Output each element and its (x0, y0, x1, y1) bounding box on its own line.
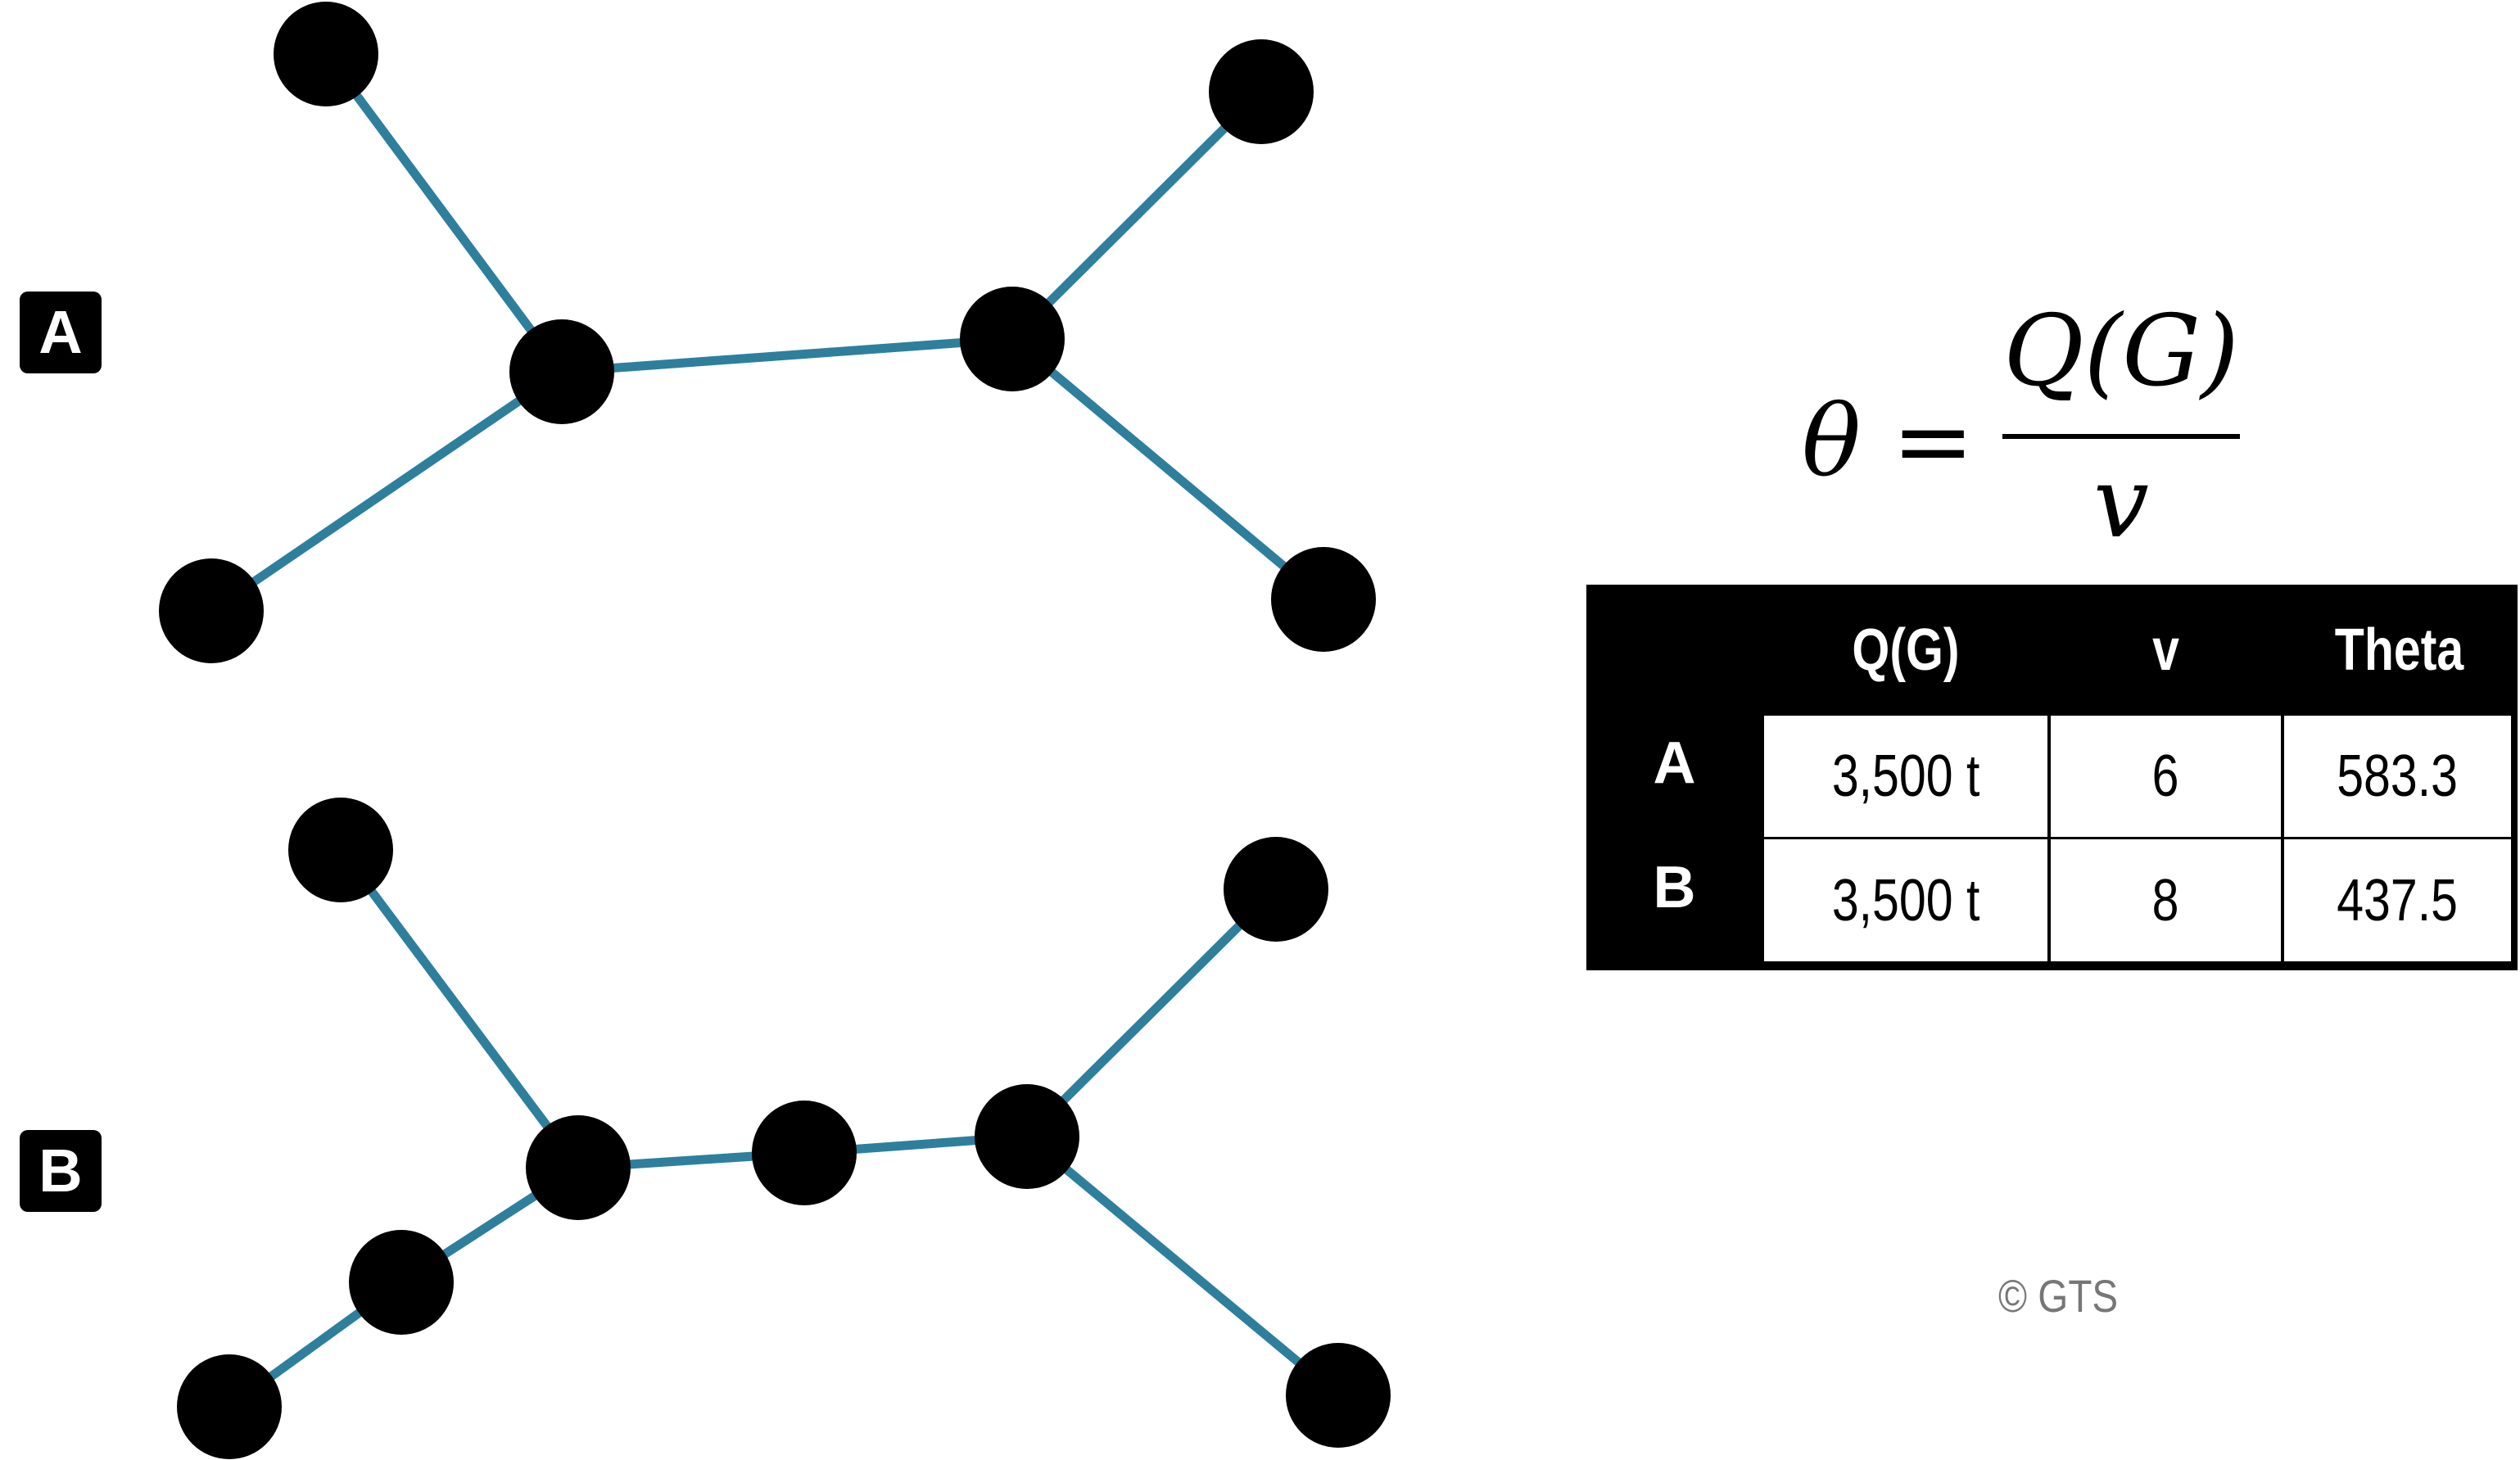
graph-a-node-3 (960, 287, 1065, 391)
graph-a-node-4 (1209, 39, 1314, 144)
graph-a-node-5 (1271, 547, 1376, 652)
cell-a-theta: 583.3 (2284, 716, 2511, 837)
graph-b-edge-6 (1024, 1132, 1341, 1399)
graph-diagrams (159, 2, 1391, 1459)
header-qg: Q(G) (1852, 617, 1960, 683)
formula-numerator: Q(G) (2003, 295, 2239, 409)
graph-b-edge-5 (1024, 886, 1279, 1140)
graph-label-b: B (20, 1130, 102, 1212)
graph-a-node-0 (274, 2, 378, 106)
graph-a-edge-0 (322, 51, 566, 375)
formula-equals: = (1892, 385, 1975, 499)
cell-b-theta: 437.5 (2284, 839, 2511, 961)
graph-label-a: A (20, 292, 102, 373)
graph-b-node-1 (526, 1115, 631, 1220)
graph-a-edge-4 (1009, 335, 1327, 603)
cell-b-v: 8 (2051, 839, 2281, 961)
graph-a (159, 2, 1376, 663)
graph-b-node-6 (1224, 837, 1328, 942)
graph-a-node-2 (159, 558, 264, 663)
graph-b-node-2 (349, 1230, 454, 1335)
graph-b-node-7 (1286, 1343, 1391, 1448)
header-theta: Theta (2334, 617, 2464, 683)
graph-b (177, 798, 1391, 1459)
graph-b-edge-0 (337, 847, 582, 1171)
results-table: Q(G) v Theta A B 3,500 t 6 583.3 3,500 t… (1586, 585, 2518, 970)
graph-b-node-0 (288, 798, 393, 902)
cell-b-qg: 3,500 t (1764, 839, 2047, 961)
header-v: v (2152, 617, 2179, 683)
graph-b-node-3 (177, 1354, 282, 1459)
row-label-b: B (1653, 855, 1696, 920)
formula-denominator: v (2093, 446, 2149, 560)
cell-a-v: 6 (2051, 716, 2281, 837)
graph-b-node-4 (752, 1101, 857, 1205)
graph-b-node-5 (975, 1084, 1079, 1189)
row-label-a: A (1653, 730, 1696, 796)
copyright-text: © GTS (1998, 1270, 2119, 1322)
graph-a-edge-3 (1009, 88, 1265, 342)
theta-formula: θ = Q(G) v (1785, 295, 2244, 560)
formula-theta: θ (1802, 385, 1862, 499)
graph-a-node-1 (509, 319, 614, 424)
cell-a-qg: 3,500 t (1764, 716, 2047, 837)
fraction-bar (2002, 434, 2240, 439)
graph-a-edge-2 (561, 334, 1013, 377)
graph-a-edge-1 (208, 368, 565, 615)
